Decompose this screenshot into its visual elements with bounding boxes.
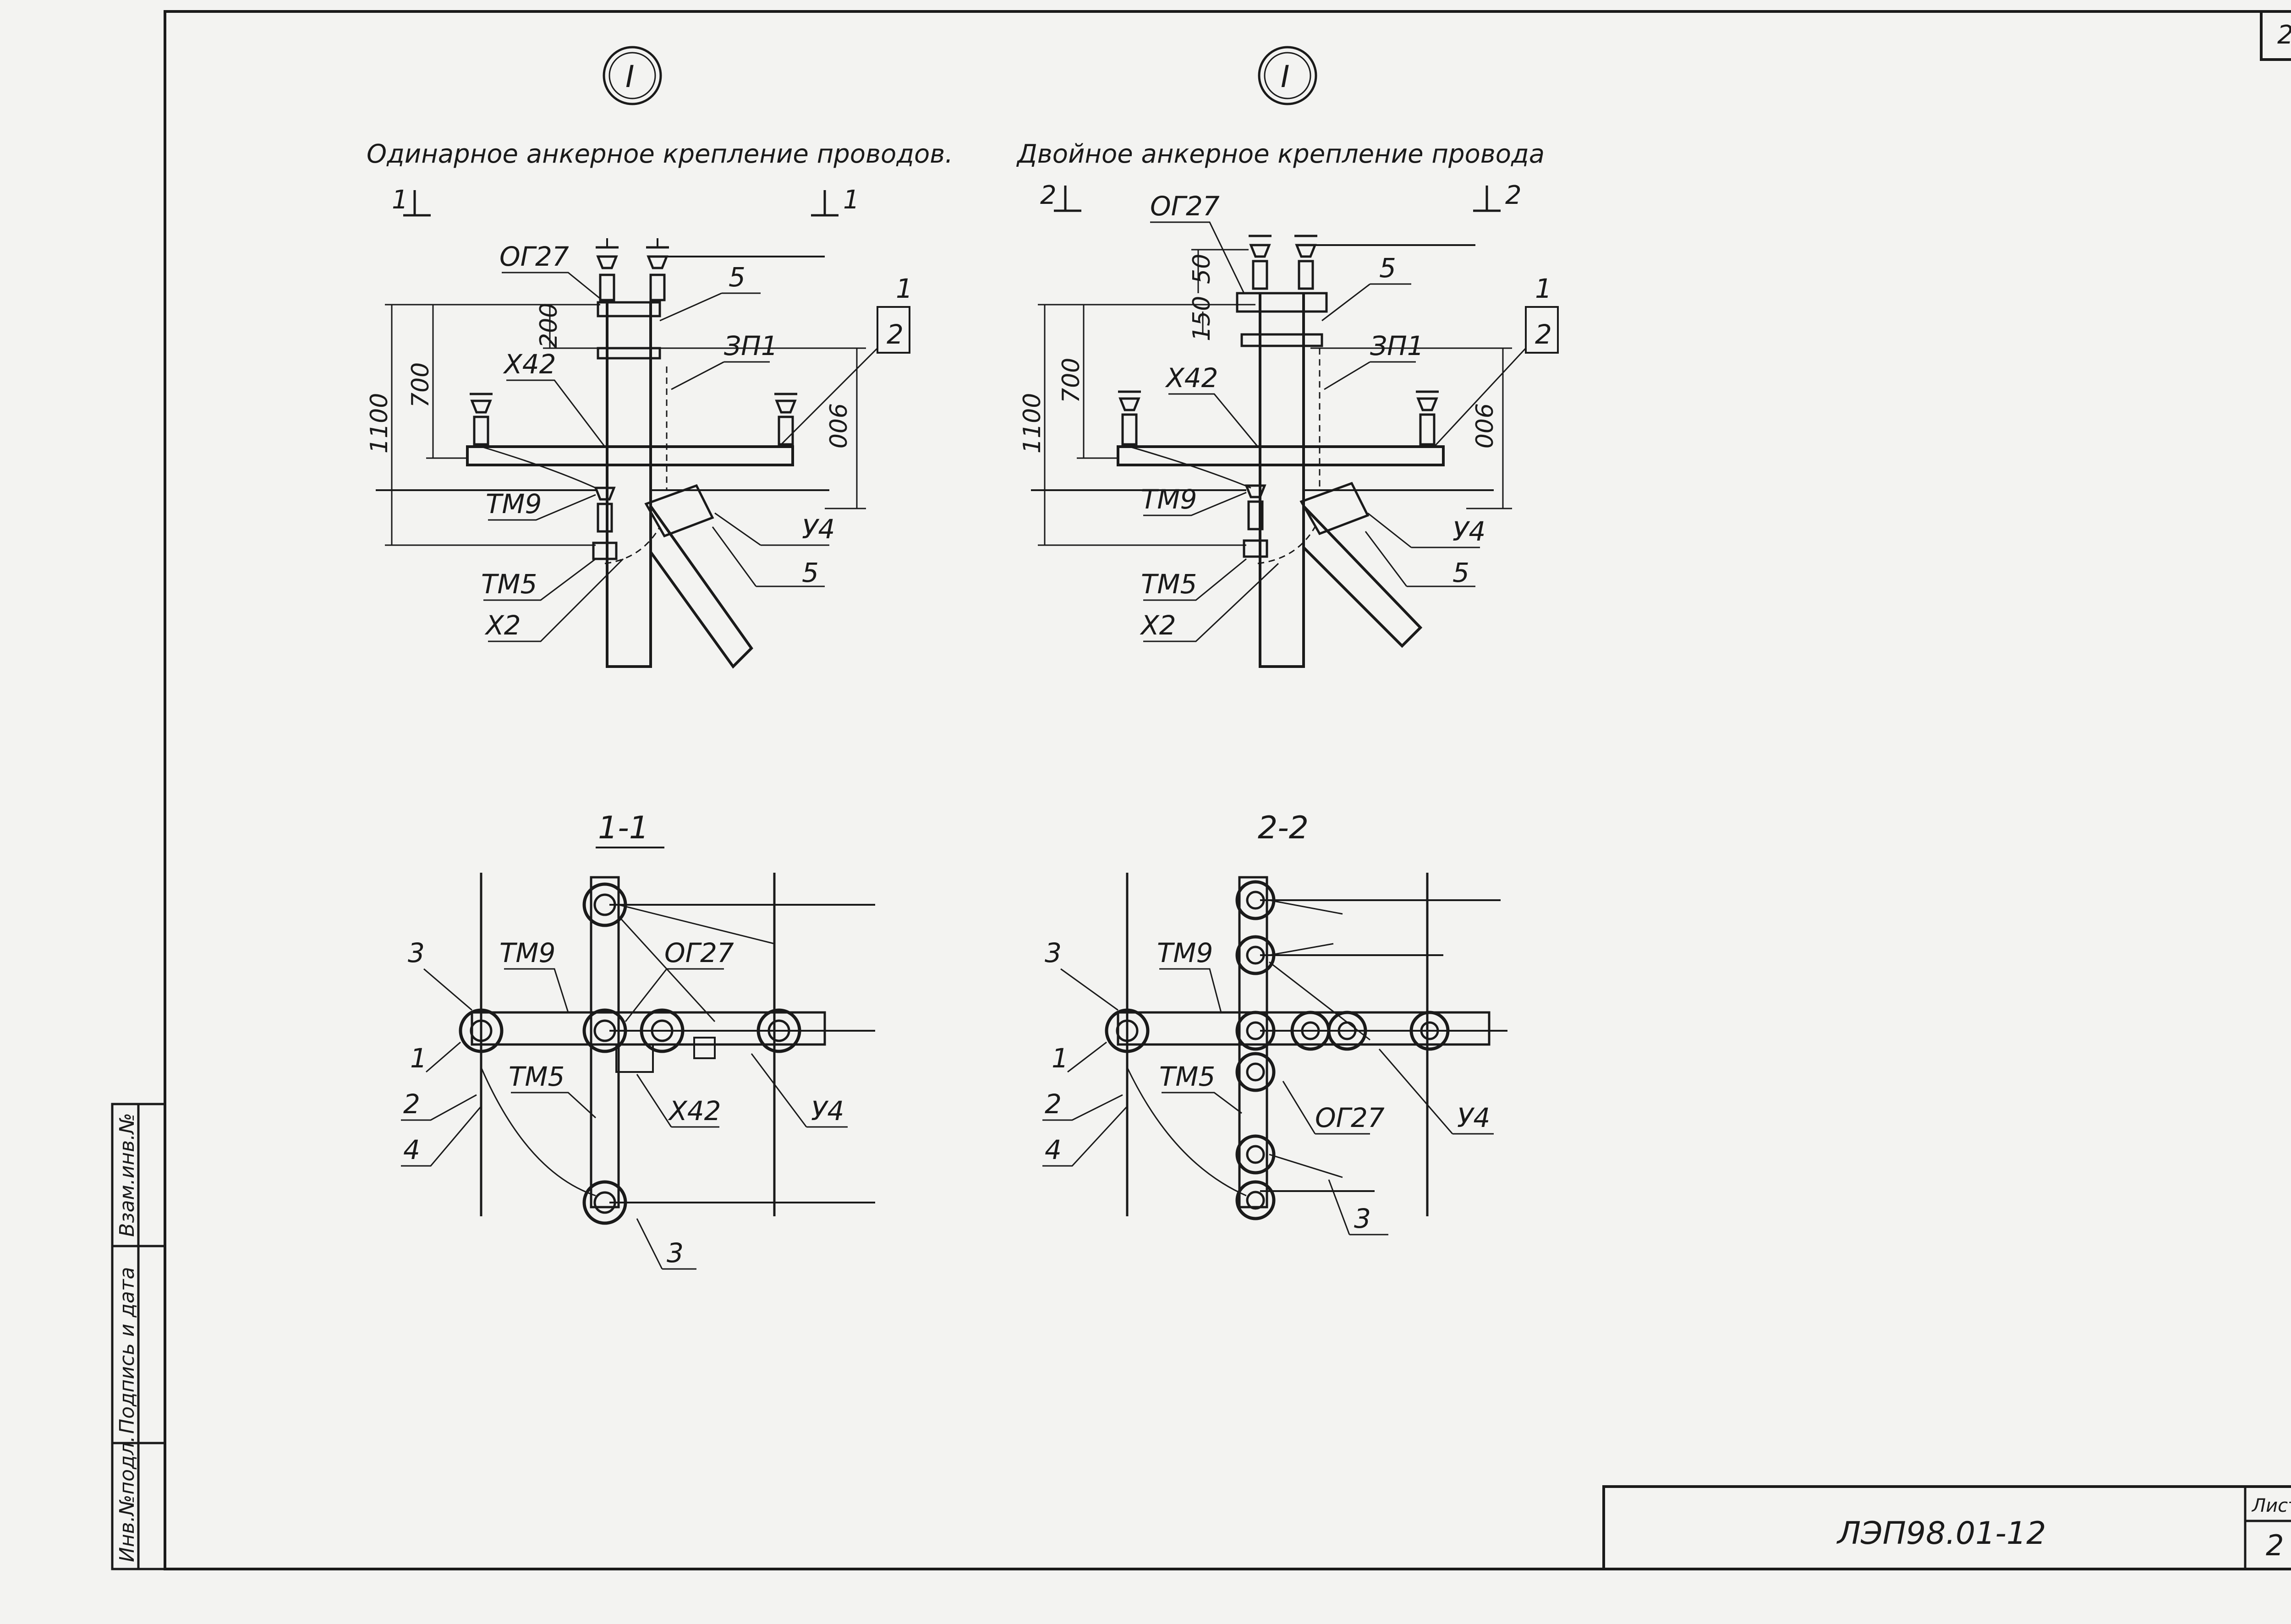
sheet-number: 2 (2266, 1529, 2284, 1562)
label-og27: ОГ27 (499, 241, 569, 272)
svg-text:1: 1 (410, 1043, 427, 1074)
sheet-frame (164, 10, 2291, 1570)
caption-double: Двойное анкерное крепление провода (1016, 139, 1545, 169)
svg-text:ОГ27: ОГ27 (1315, 1102, 1385, 1133)
label-tm9: ТМ9 (1141, 484, 1197, 515)
svg-text:1: 1 (1052, 1043, 1069, 1074)
insulator (596, 246, 669, 301)
svg-text:2: 2 (1040, 180, 1057, 210)
section-title-1-1: 1-1 (598, 810, 649, 846)
elevation-single: 1100 700 200 900 ОГ27 5 1 2 ЗП1 Х42 ТМ9 … (366, 238, 913, 669)
svg-text:I: I (625, 59, 634, 94)
svg-text:1100: 1100 (366, 393, 393, 454)
svg-text:1100: 1100 (1019, 393, 1046, 454)
stamp-inv-podl: Инв.№подл. (115, 1436, 139, 1562)
svg-text:2: 2 (1045, 1088, 1062, 1120)
svg-text:1: 1 (392, 185, 408, 215)
svg-text:4: 4 (403, 1134, 420, 1165)
svg-text:I: I (1281, 59, 1289, 94)
caption-single: Одинарное анкерное крепление проводов. (367, 139, 953, 169)
svg-text:У4: У4 (811, 1095, 844, 1126)
side-stamp: Инв.№подл. Подпись и дата Взам.инв.№ (111, 1103, 166, 1570)
label-5: 5 (1379, 252, 1396, 284)
label-x42: Х42 (1165, 362, 1218, 394)
svg-text:3: 3 (667, 1237, 684, 1269)
drawing-code: ЛЭП98.01-12 (1836, 1515, 2046, 1552)
section-marks: 1 1 2 2 (392, 180, 1522, 217)
svg-text:ТМ5: ТМ5 (1159, 1061, 1215, 1092)
label-2: 2 (887, 319, 904, 350)
svg-text:200: 200 (535, 303, 563, 348)
stamp-vzam: Взам.инв.№ (115, 1113, 139, 1237)
label-5b: 5 (802, 557, 819, 588)
sheet-label: Лист (2251, 1495, 2291, 1516)
label-og27: ОГ27 (1150, 191, 1220, 222)
svg-text:700: 700 (407, 362, 434, 408)
svg-text:4: 4 (1045, 1134, 1062, 1165)
label-5b: 5 (1452, 557, 1469, 588)
label-tm5: ТМ5 (481, 569, 537, 600)
svg-text:3: 3 (1045, 937, 1062, 968)
svg-text:900: 900 (823, 403, 851, 448)
svg-text:3: 3 (1354, 1203, 1371, 1234)
svg-text:ТМ9: ТМ9 (499, 937, 555, 968)
elevation-double: 1100 700 50 150 900 ОГ27 5 1 2 ЗП1 Х42 Т… (1019, 191, 1559, 668)
svg-text:2: 2 (1505, 180, 1522, 210)
label-x42: Х42 (503, 349, 556, 380)
sheet-number-box: 23 (2260, 11, 2291, 61)
label-1: 1 (1535, 273, 1552, 304)
svg-text:3: 3 (408, 937, 425, 968)
svg-text:900: 900 (1469, 403, 1497, 448)
label-u4: У4 (802, 514, 835, 545)
label-1: 1 (896, 273, 913, 304)
svg-text:Х42: Х42 (668, 1095, 721, 1126)
label-x2: Х2 (1140, 610, 1176, 641)
section-title-2-2: 2-2 (1258, 810, 1309, 846)
svg-text:50: 50 (1188, 254, 1216, 284)
svg-text:ТМ5: ТМ5 (509, 1061, 565, 1092)
label-x2: Х2 (484, 610, 521, 641)
svg-text:У4: У4 (1457, 1102, 1490, 1133)
stamp-podpis: Подпись и дата (115, 1267, 139, 1434)
label-2: 2 (1535, 319, 1552, 350)
svg-text:ОГ27: ОГ27 (664, 937, 734, 968)
label-u4: У4 (1452, 516, 1485, 547)
section-roman-right: I (1258, 46, 1317, 105)
label-tm9: ТМ9 (486, 488, 542, 519)
title-block: ЛЭП98.01-12 Лист 2 (1602, 1485, 2291, 1570)
svg-text:1: 1 (843, 185, 860, 215)
svg-text:700: 700 (1058, 358, 1085, 403)
sheet-corner-number: 23 (2277, 20, 2291, 50)
label-5: 5 (729, 262, 745, 293)
svg-text:2: 2 (403, 1088, 420, 1120)
svg-text:ТМ9: ТМ9 (1157, 937, 1213, 968)
section-roman-left: I (603, 46, 662, 105)
label-zp1: ЗП1 (1370, 330, 1424, 361)
label-zp1: ЗП1 (724, 330, 778, 361)
svg-text:150: 150 (1188, 296, 1216, 341)
plan-1-1: 1-1 3 ТМ9 ОГ27 1 2 ТМ5 Х42 У4 4 3 (401, 810, 875, 1270)
plan-2-2: 2-2 3 ТМ9 1 2 ТМ5 ОГ27 У4 4 3 (1042, 810, 1507, 1236)
label-tm5: ТМ5 (1141, 569, 1197, 600)
